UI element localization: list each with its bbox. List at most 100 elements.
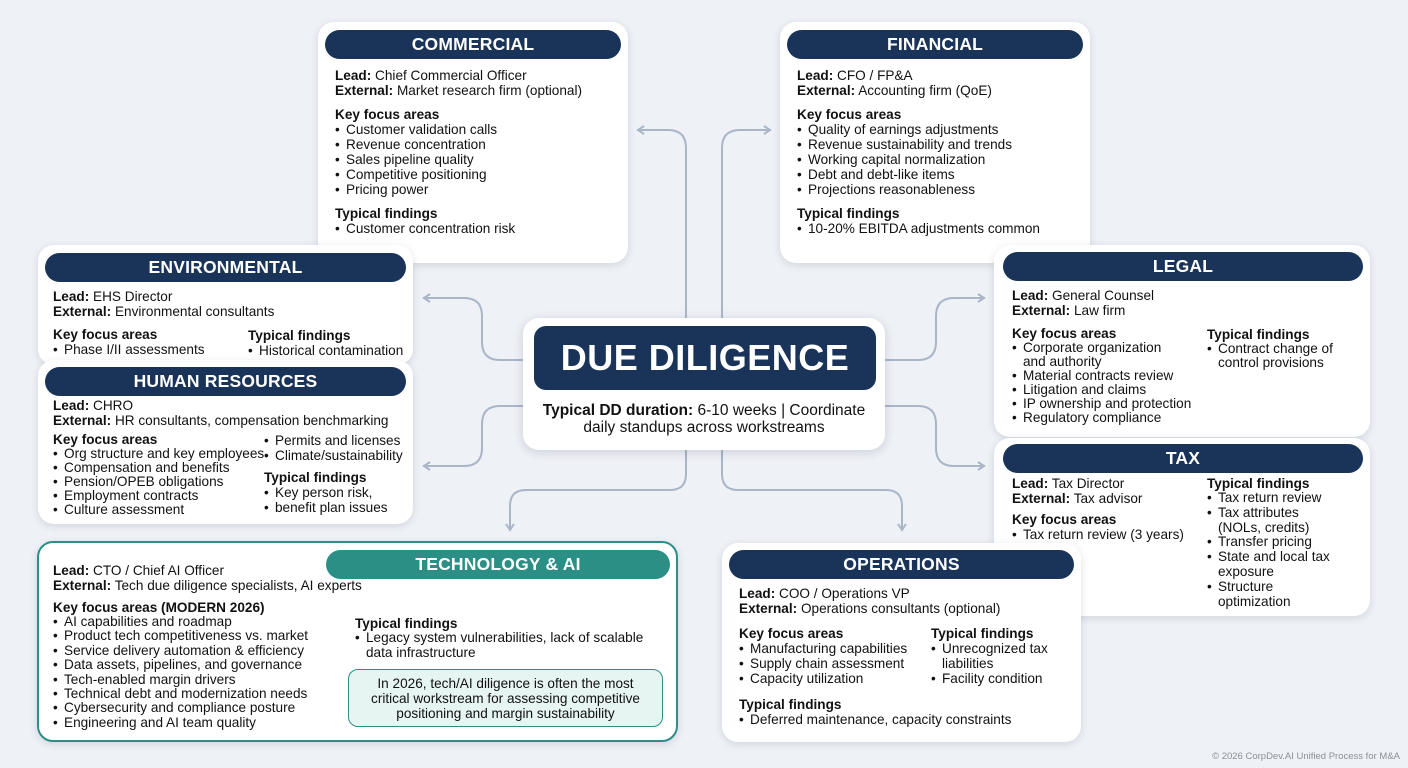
- list-item: Transfer pricing: [1207, 535, 1330, 550]
- external-value: Operations consultants (optional): [797, 601, 1001, 616]
- findings-heading: Typical findings: [264, 470, 367, 485]
- list-item: Debt and debt-like items: [797, 167, 1040, 182]
- focus-list: Manufacturing capabilities Supply chain …: [739, 641, 1011, 686]
- list-item: Org structure and key employees: [53, 447, 388, 462]
- list-item: Employment contracts: [53, 489, 388, 504]
- list-item: Legacy system vulnerabilities, lack of s…: [355, 630, 643, 660]
- list-item: Supply chain assessment: [739, 656, 1011, 671]
- commercial-card: COMMERCIAL Lead: Chief Commercial Office…: [318, 22, 628, 263]
- focus-list: AI capabilities and roadmap Product tech…: [53, 614, 362, 731]
- lead-value: CFO / FP&A: [833, 68, 913, 83]
- human-resources-card: HUMAN RESOURCES Lead: CHRO External: HR …: [38, 360, 413, 524]
- lead-value: Chief Commercial Officer: [371, 68, 527, 83]
- findings-list-2: Deferred maintenance, capacity constrain…: [739, 712, 1011, 727]
- external-value: Accounting firm (QoE): [855, 83, 992, 98]
- focus-heading: Key focus areas: [1012, 326, 1117, 341]
- lead-value: Tax Director: [1048, 476, 1125, 491]
- list-item: Quality of earnings adjustments: [797, 122, 1040, 137]
- findings-heading: Typical findings: [335, 206, 438, 221]
- lead-label: Lead:: [739, 586, 776, 601]
- list-item: Phase I/II assessments: [53, 342, 274, 357]
- footer-copyright: © 2026 CorpDev.AI Unified Process for M&…: [1212, 751, 1400, 762]
- list-item: Working capital normalization: [797, 152, 1040, 167]
- list-item: Engineering and AI team quality: [53, 715, 362, 731]
- external-label: External:: [797, 83, 856, 98]
- list-item: Tech-enabled margin drivers: [53, 672, 362, 688]
- lead-label: Lead:: [1012, 476, 1049, 491]
- list-item: Tax attributes(NOLs, credits): [1207, 505, 1330, 536]
- list-item: Culture assessment: [53, 503, 388, 518]
- external-label: External:: [53, 304, 112, 319]
- findings-heading: Typical findings: [1207, 476, 1310, 491]
- list-item: Revenue sustainability and trends: [797, 137, 1040, 152]
- external-value: Market research firm (optional): [393, 83, 583, 98]
- external-value: Environmental consultants: [111, 304, 275, 319]
- arrow-to-operations: [721, 449, 907, 532]
- list-item: Projections reasonableness: [797, 182, 1040, 197]
- list-item: AI capabilities and roadmap: [53, 614, 362, 630]
- list-item: Customer concentration risk: [335, 221, 582, 236]
- list-item: 10-20% EBITDA adjustments common: [797, 221, 1040, 236]
- list-item: Sales pipeline quality: [335, 152, 582, 167]
- arrow-to-commercial: [636, 125, 687, 319]
- findings-list: 10-20% EBITDA adjustments common: [797, 221, 1040, 236]
- callout-note: In 2026, tech/AI diligence is often the …: [348, 669, 663, 727]
- legal-card: LEGAL Lead: General Counsel External: La…: [994, 245, 1370, 437]
- focus-heading: Key focus areas: [53, 327, 158, 342]
- list-item: Compensation and benefits: [53, 461, 388, 476]
- external-value: Tax advisor: [1070, 491, 1143, 506]
- list-item: Material contracts review: [1012, 369, 1191, 384]
- lead-value: CTO / Chief AI Officer: [89, 563, 224, 578]
- list-item-continuation: benefit plan issues: [264, 500, 403, 515]
- findings-heading: Typical findings: [248, 328, 351, 343]
- lead-label: Lead:: [53, 289, 90, 304]
- arrow-to-legal: [884, 293, 986, 361]
- list-item: Pricing power: [335, 182, 582, 197]
- external-value: Tech due diligence specialists, AI exper…: [111, 578, 362, 593]
- external-label: External:: [739, 601, 798, 616]
- financial-title: FINANCIAL: [787, 30, 1083, 59]
- list-item: Data assets, pipelines, and governance: [53, 657, 362, 673]
- list-item: Tax return review: [1207, 490, 1330, 506]
- focus-list: Org structure and key employees Compensa…: [53, 447, 388, 518]
- human-resources-title: HUMAN RESOURCES: [45, 367, 406, 396]
- lead-value: EHS Director: [89, 289, 173, 304]
- list-item: Cybersecurity and compliance posture: [53, 701, 362, 717]
- list-item: Climate/sustainability: [264, 448, 403, 463]
- tax-title: TAX: [1003, 444, 1363, 473]
- arrow-to-environmental: [422, 293, 524, 361]
- focus-extra-list: Permits and licenses Climate/sustainabil…: [264, 433, 403, 463]
- list-item: Facility condition: [931, 671, 1048, 686]
- list-item: Technical debt and modernization needs: [53, 686, 362, 702]
- due-diligence-center: DUE DILIGENCE Typical DD duration: 6-10 …: [523, 318, 885, 450]
- arrow-to-human-resources: [422, 405, 524, 471]
- list-item: Pension/OPEB obligations: [53, 475, 388, 490]
- list-item: Permits and licenses: [264, 433, 403, 448]
- arrow-to-financial: [721, 125, 772, 319]
- focus-list: Customer validation calls Revenue concen…: [335, 122, 582, 197]
- center-subtitle: Typical DD duration: 6-10 weeks | Coordi…: [542, 402, 866, 436]
- external-label: External:: [53, 413, 112, 428]
- findings-heading: Typical findings: [1207, 327, 1310, 342]
- focus-heading: Key focus areas: [335, 107, 440, 122]
- list-item: Product tech competitiveness vs. market: [53, 628, 362, 644]
- list-item: Service delivery automation & efficiency: [53, 643, 362, 659]
- commercial-title: COMMERCIAL: [325, 30, 621, 59]
- findings-heading: Typical findings: [931, 626, 1034, 641]
- findings-list: Historical contamination: [248, 343, 403, 358]
- focus-list: Quality of earnings adjustments Revenue …: [797, 122, 1040, 197]
- operations-title: OPERATIONS: [729, 550, 1074, 579]
- list-item: Historical contamination: [248, 343, 403, 358]
- external-value: Law firm: [1070, 303, 1126, 318]
- lead-label: Lead:: [335, 68, 372, 83]
- lead-value: General Counsel: [1048, 288, 1155, 303]
- environmental-card: ENVIRONMENTAL Lead: EHS Director Externa…: [38, 245, 413, 365]
- list-item: Deferred maintenance, capacity constrain…: [739, 712, 1011, 727]
- list-item: Regulatory compliance: [1012, 411, 1191, 426]
- focus-heading: Key focus areas (MODERN 2026): [53, 600, 265, 615]
